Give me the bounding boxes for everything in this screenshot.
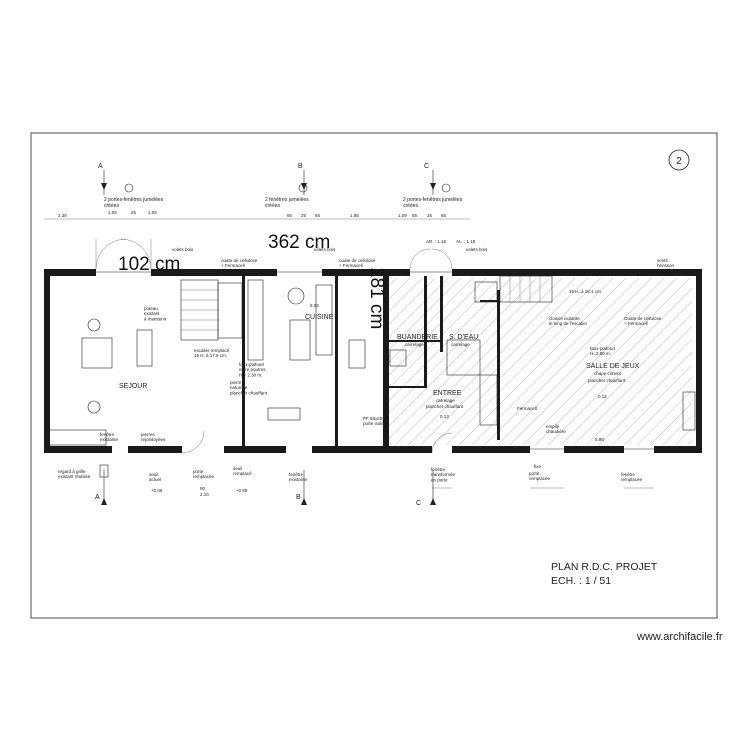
stair-right [499,275,553,303]
room-salle-jeux-note1: chape ciment [594,371,622,376]
room-entree-area: 0.13 [440,414,449,419]
hatched-floor [389,278,692,445]
room-sejour: SEJOUR [119,383,147,390]
watermark: www.archifacile.fr [636,631,723,643]
section-markers: A B C A B C [95,163,451,507]
vent-note: ventil.hérisson [657,258,675,268]
volets-a: volets bois [172,247,194,252]
overlay-width-kitchen: 362 cm [268,232,330,253]
section-b-top: B [298,163,303,170]
dim-a-1: 25 [131,210,137,215]
overlay-dimensions: 362 cm 102 cm 181 cm [118,232,387,329]
volets-b: volets bois [314,247,336,252]
dim-b-0: 65 [287,213,293,218]
dim-b-2: 65 [315,213,321,218]
section-a-top: A [98,163,103,170]
room-entree-note2: plancher chauffant [426,404,464,409]
plan-scale: ECH. : 1 / 51 [551,575,611,587]
exterior-walls [44,269,702,453]
title-block: PLAN R.D.C. PROJET ECH. : 1 / 51 [551,561,658,587]
ouate-left: ouate de cellulose+ Fermacell [221,258,258,268]
room-entree: ENTREE [433,390,462,397]
section-c-top: C [424,163,429,170]
room-labels: SEJOUR CUISINE 9.03 BUANDERIE carrelage … [119,303,640,419]
room-cuisine-area: 9.03 [310,303,319,308]
label-level-00: +0.05 [151,488,163,493]
stair-left [180,279,243,341]
dim-row-1: 1.88 [350,213,359,218]
label-dim-90: 90 [200,486,206,491]
dim-c-1: 25 [427,213,433,218]
room-salle-jeux-note2: plancher chauffant [588,378,626,383]
label-ouate-jeux: Ouate de cellulose+ Fermacell [624,316,662,326]
label-dim-598: 5.98 [595,437,604,442]
dim-c-0: 65 [412,213,418,218]
dim-b-1: 25 [301,213,307,218]
volets-c: volets bois [466,247,488,252]
section-c-bottom: C [416,500,421,507]
label-level-02: +0.05 [236,488,248,493]
room-buanderie-note: carrelage [405,342,424,347]
room-cuisine: CUISINE [305,314,334,321]
room-salle-jeux: SALLE DE JEUX [586,363,640,370]
interior-partitions [242,276,500,446]
room-salle-jeux-area: 0.14 [598,394,607,399]
overlay-width-left: 102 cm [118,254,180,275]
overlay-height-middle: 181 cm [366,267,387,329]
label-dim-210: 2.10 [200,492,209,497]
label-s-cote: 16 H. à 18.1 cm. [569,289,602,294]
dim-a-2: 1.00 [148,210,157,215]
dim-row-2: 1.09 [398,213,407,218]
label-fermacell-jeux: Fermacell [517,406,537,411]
dim-c-2: 65 [441,213,447,218]
room-sdeau: S. D'EAU [449,334,478,341]
sheet-number: 2 [676,156,682,167]
room-sdeau-note: carrelage [451,342,470,347]
door-swings [95,238,453,454]
dim-row-3: AR. : 1.18 [426,239,447,244]
ouate-mid: ouate de cellulose+ Fermacell [339,258,376,268]
furniture [45,279,696,478]
dim-row-0: 2.30 [58,213,67,218]
label-fixe: fixe [534,464,542,469]
section-b-bottom: B [296,494,301,501]
dim-a-0: 1.00 [108,210,117,215]
dim-row-4: AL. : 1.18 [456,239,476,244]
plan-title: PLAN R.D.C. PROJET [551,561,658,573]
section-a-bottom: A [95,494,100,501]
room-entree-note1: carrelage [436,398,455,403]
room-buanderie: BUANDERIE [397,334,438,341]
sheet-number-circle [668,149,690,171]
